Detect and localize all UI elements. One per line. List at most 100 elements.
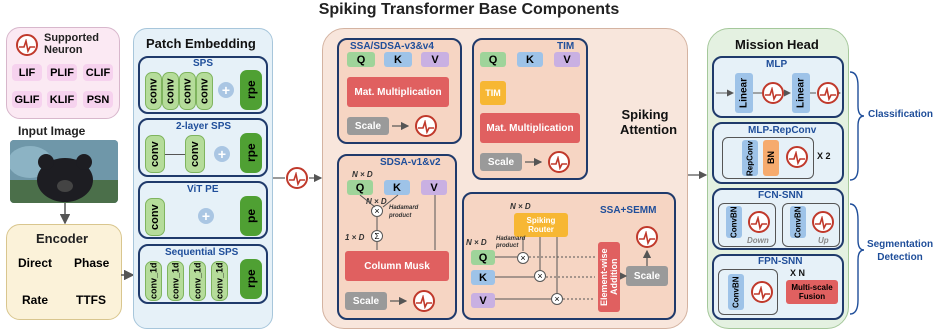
encoder-phase: Phase (74, 256, 110, 270)
vit-pe-block (138, 181, 268, 239)
two-layer-rpe: rpe (240, 133, 262, 173)
sps-conv-3: conv (179, 72, 196, 110)
page-title: Spiking Transformer Base Components (318, 1, 620, 18)
fpn-multiscale-fusion: Multi-scale Fusion (786, 280, 838, 304)
semm-nxd-top: N × D (510, 202, 531, 211)
semm-v: V (471, 293, 495, 308)
semm-mult-icon-1: × (517, 252, 529, 264)
tim-k: K (517, 52, 543, 67)
mlp-neuron-icon (762, 82, 784, 104)
sdsa-nxd-top: N × D (352, 170, 373, 179)
classification-label: Classification (868, 109, 934, 120)
segmentation-label: Segmentation Detection (866, 239, 934, 263)
spiking-attention-title: Spiking Attention (620, 107, 678, 137)
fpn-neuron-icon (751, 281, 773, 303)
neuron-tag-clif: CLIF (83, 64, 113, 81)
mlp-title: MLP (766, 59, 788, 70)
repconv-bn: BN (763, 140, 779, 176)
neuron-panel-header: Supported Neuron (44, 32, 99, 56)
mission-head-title: Mission Head (735, 37, 819, 52)
sequential-sps-title: Sequential SPS (165, 247, 239, 258)
ssa-mat-mult: Mat. Multiplication (347, 77, 449, 107)
fpn-inner (718, 269, 778, 315)
tim-neuron-icon (548, 151, 570, 173)
fcn-snn-title: FCN-SNN (758, 190, 803, 201)
ssa-v3v4-title: SSA/SDSA-v3&v4 (350, 41, 434, 52)
two-layer-conv-2: conv (185, 135, 205, 173)
semm-neuron-icon (636, 226, 658, 248)
sps-title: SPS (193, 58, 214, 69)
sdsa-neuron-icon (413, 290, 435, 312)
neuron-tag-plif: PLIF (47, 64, 77, 81)
ssa-k: K (384, 52, 412, 67)
mlp-output-neuron-icon (817, 82, 839, 104)
ssa-q: Q (347, 52, 375, 67)
fcn-convbn-down: ConvBN (726, 206, 742, 238)
patch-embedding-title: Patch Embedding (146, 36, 256, 51)
encoder-rate: Rate (22, 293, 49, 307)
sdsa-scale: Scale (345, 292, 387, 310)
fcn-down-label: Down (747, 236, 769, 245)
sps-conv-2: conv (162, 72, 179, 110)
sequential-sps-block (138, 244, 268, 304)
fpn-repeat-xn: X N (790, 268, 806, 278)
two-layer-connector (165, 154, 185, 155)
sequential-conv-1: conv_1d (145, 261, 162, 301)
ssa-semm-title: SSA+SEMM (600, 205, 657, 216)
tim-module: TIM (480, 81, 506, 105)
sps-conv-1: conv (145, 72, 162, 110)
tim-title: TIM (557, 41, 575, 52)
semm-nxd-left: N × D (466, 238, 487, 247)
sps-conv-4: conv (196, 72, 213, 110)
two-layer-sps-title: 2-layer SPS (176, 121, 232, 132)
sdsa-v1v2-title: SDSA-v1&v2 (380, 157, 441, 168)
semm-scale: Scale (626, 266, 668, 286)
sdsa-hadamard-icon: × (371, 205, 383, 217)
neuron-tag-lif: LIF (12, 64, 42, 81)
sdsa-k: K (384, 180, 410, 195)
neuron-tag-psn: PSN (83, 91, 113, 108)
encoder-title: Encoder (36, 231, 89, 246)
semm-mult-icon-3: × (551, 293, 563, 305)
fcn-up-neuron-icon (812, 211, 834, 233)
neuron-tag-glif: GLIF (12, 91, 42, 108)
repconv-neuron-icon (786, 146, 808, 168)
ssa-v: V (421, 52, 449, 67)
sdsa-onexd: 1 × D (345, 233, 365, 242)
input-image-label: Input Image (18, 124, 86, 138)
sps-block (138, 56, 268, 114)
encoder-panel (6, 224, 122, 320)
repconv-repeat-x2: X 2 (817, 151, 831, 161)
semm-mult-icon-2: × (534, 270, 546, 282)
semm-spiking-router: Spiking Router (514, 213, 568, 237)
sequential-conv-4: conv_1d (211, 261, 228, 301)
encoder-ttfs: TTFS (76, 293, 106, 307)
encoder-direct: Direct (18, 256, 53, 270)
fpn-snn-title: FPN-SNN (758, 256, 803, 267)
sequential-rpe: rpe (240, 259, 262, 299)
sdsa-sum-icon: Σ (371, 230, 383, 242)
sequential-conv-2: conv_1d (167, 261, 184, 301)
fcn-down-group (718, 203, 776, 247)
pe-output-neuron-icon (286, 167, 308, 189)
tim-scale: Scale (480, 153, 522, 171)
sdsa-column-musk: Column Musk (345, 251, 449, 281)
vit-pe-title: ViT PE (187, 184, 219, 195)
two-layer-conv-1: conv (145, 135, 165, 173)
semm-q: Q (471, 250, 495, 265)
ssa-neuron-icon (415, 115, 437, 137)
mlp-repconv-inner (722, 137, 814, 179)
sdsa-v: V (421, 180, 447, 195)
tim-v: V (554, 52, 580, 67)
semm-k: K (471, 270, 495, 285)
vit-pe-conv: conv (145, 198, 165, 236)
semm-hadamard-label: Hadamard product (496, 236, 526, 249)
sdsa-hadamard-label: Hadamard product (389, 205, 419, 219)
sdsa-nxd-mid: N × D (366, 197, 387, 206)
two-layer-plus-icon: + (214, 146, 230, 162)
tim-mat-mult: Mat. Multiplication (480, 113, 580, 143)
fcn-up-label: Up (818, 236, 829, 245)
semm-elementwise-addition: Element-wise Addition (598, 242, 620, 312)
mlp-repconv-title: MLP-RepConv (748, 125, 817, 136)
sps-rpe: rpe (240, 70, 262, 110)
